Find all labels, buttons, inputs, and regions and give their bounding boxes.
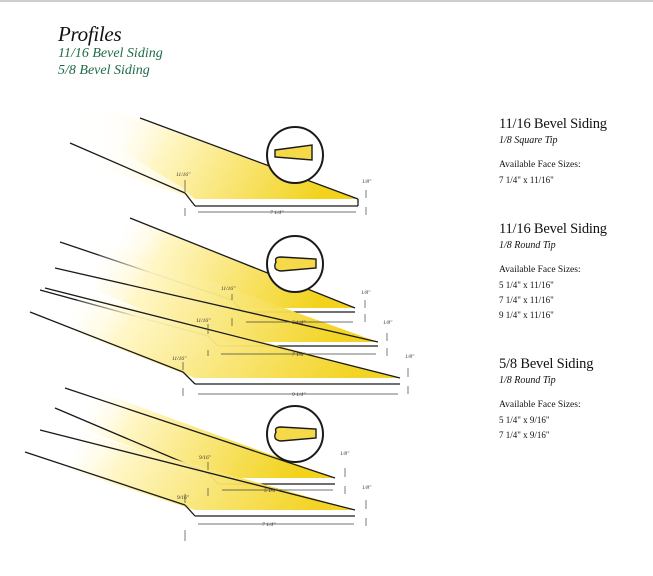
spec-name: 11/16 Bevel Siding [499,116,607,132]
dim-tip-3b: 1/8" [362,485,372,491]
page-subtitle-1: 11/16 Bevel Siding [58,46,163,61]
dim-thickness-2a: 11/16" [221,286,236,292]
spec-tip: 1/8 Round Tip [499,375,556,386]
spec-size: 5 1/4" x 9/16" [499,415,550,425]
spec-block-1: 11/16 Bevel Siding 1/8 Square Tip Availa… [499,116,607,185]
dim-width-3b: 7 1/4" [262,521,276,528]
spec-block-3: 5/8 Bevel Siding 1/8 Round Tip Available… [499,356,593,440]
spec-available-label: Available Face Sizes: [499,400,581,410]
spec-size: 7 1/4" x 11/16" [499,175,554,185]
spec-name: 11/16 Bevel Siding [499,221,607,237]
dim-tip-2c: 1/8" [405,354,415,360]
profile-group-1: 11/16" 1/8" 7 1/4" [69,105,372,216]
board-3a-face [85,390,335,478]
dim-thickness-2b: 11/16" [196,318,211,324]
spec-name: 5/8 Bevel Siding [499,356,594,372]
dim-tip-1: 1/8" [362,179,372,185]
dim-thickness-2c: 11/16" [172,356,187,362]
spec-size: 7 1/4" x 11/16" [499,295,554,305]
dim-width-2b: 7 1/4" [292,351,306,358]
dim-width-3a: 5 1/4" [264,487,278,494]
dim-width-2c: 9 1/4" [292,391,306,398]
spec-size: 9 1/4" x 11/16" [499,310,554,320]
spec-available-label: Available Face Sizes: [499,265,581,275]
dim-tip-3a: 1/8" [340,451,350,457]
top-rule [0,0,653,2]
dim-width-1: 7 1/4" [270,209,284,216]
spec-size: 5 1/4" x 11/16" [499,280,554,290]
dim-width-2a: 5 1/4" [292,319,306,326]
dim-thickness-1: 11/16" [176,172,191,178]
profile-group-2: 11/16" 1/8" 5 1/4" 11/16" 1/8" 7 1/4" 11… [29,215,415,398]
spec-block-2: 11/16 Bevel Siding 1/8 Round Tip Availab… [499,221,607,320]
dim-thickness-3a: 9/16" [199,455,212,461]
spec-tip: 1/8 Square Tip [499,135,558,146]
board-2c-face [70,290,400,378]
profile-group-3: 9/16" 1/8" 5 1/4" 9/16" 1/8" 7 1/4" [24,387,372,541]
spec-size: 7 1/4" x 9/16" [499,430,550,440]
spec-tip: 1/8 Round Tip [499,240,556,251]
dim-tip-2b: 1/8" [383,320,393,326]
spec-available-label: Available Face Sizes: [499,160,581,170]
dim-thickness-3b: 9/16" [177,495,190,501]
dim-tip-2a: 1/8" [361,290,371,296]
page-subtitle-2: 5/8 Bevel Siding [58,63,150,78]
page-title: Profiles [58,22,122,46]
